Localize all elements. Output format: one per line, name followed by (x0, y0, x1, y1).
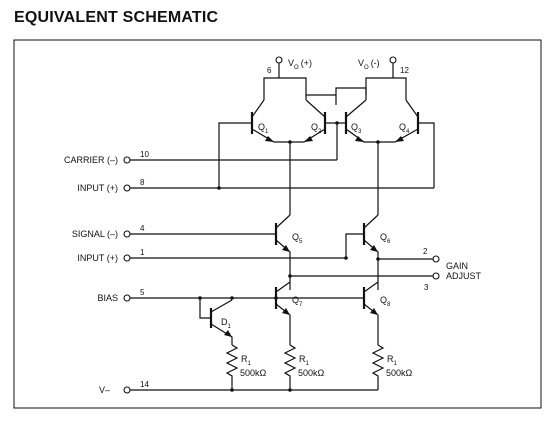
transistor-q4 (378, 99, 420, 143)
diode-d1 (199, 298, 233, 345)
gain-pin-2: 2 (423, 247, 428, 256)
q4-label: Q4 (399, 122, 410, 135)
gain-pin-3: 3 (424, 283, 429, 292)
r1-mid-label: R1 (299, 354, 310, 367)
r1-right-label: R1 (387, 354, 398, 367)
gain-adjust-lines (290, 258, 433, 277)
inner-base-bus (325, 122, 346, 160)
outer-base-bus (218, 122, 435, 188)
q6-label: Q6 (380, 232, 391, 245)
input-plus-8-terminal (123, 184, 131, 192)
q3-label: Q3 (351, 122, 362, 135)
signal-pin: 4 (140, 224, 145, 233)
vo-pos-terminal (263, 56, 307, 100)
transistor-q6 (345, 214, 379, 290)
transistor-q5 (130, 214, 291, 290)
carrier-label: CARRIER (–) (64, 155, 118, 165)
vo-neg-pin: 12 (400, 66, 409, 75)
q7-label: Q7 (292, 295, 303, 308)
transistor-q8 (362, 281, 379, 345)
q2-label: Q2 (311, 122, 322, 135)
vo-neg-label: VO(-) (358, 58, 380, 71)
vo-pos-label: VO(+) (288, 58, 312, 71)
gain-label-line2: ADJUST (446, 271, 482, 281)
diagram-title: EQUIVALENT SCHEMATIC (14, 9, 219, 26)
d1-label: D1 (221, 317, 232, 330)
resistor-r1-left (225, 344, 239, 390)
r1-right-value: 500kΩ (386, 368, 413, 378)
v-minus-label: V– (99, 385, 110, 395)
diagram-border (13, 39, 542, 409)
v-minus-terminal (123, 386, 131, 394)
gain-terminal-3 (432, 272, 440, 280)
q5-label: Q5 (292, 232, 303, 245)
carrier-terminal (123, 156, 131, 164)
transistor-q7 (274, 281, 291, 345)
transistor-q3 (344, 99, 378, 143)
carrier-pin: 10 (140, 150, 149, 159)
input-plus-1-terminal (123, 254, 131, 262)
input-plus-1-label: INPUT (+) (77, 253, 118, 263)
input-plus-8-label: INPUT (+) (77, 183, 118, 193)
bias-terminal (123, 294, 131, 302)
signal-label: SIGNAL (–) (72, 229, 118, 239)
r1-mid-value: 500kΩ (298, 368, 325, 378)
transistor-q2 (290, 99, 327, 143)
input-plus-8-pin: 8 (140, 178, 145, 187)
transistor-q1 (250, 99, 290, 143)
input-plus-1-pin: 1 (140, 248, 145, 257)
r1-left-value: 500kΩ (240, 368, 267, 378)
q1-label: Q1 (258, 122, 269, 135)
gain-terminal-2 (432, 255, 440, 263)
resistor-r1-mid (283, 344, 297, 390)
bias-pin: 5 (140, 288, 145, 297)
signal-terminal (123, 230, 131, 238)
bias-label: BIAS (97, 293, 118, 303)
r1-left-label: R1 (241, 354, 252, 367)
vo-pos-pin: 6 (267, 66, 272, 75)
collector-cross (306, 87, 367, 105)
gain-label-line1: GAIN (446, 261, 468, 271)
q8-label: Q8 (380, 295, 391, 308)
resistor-r1-right (371, 344, 385, 390)
v-minus-pin: 14 (140, 380, 149, 389)
